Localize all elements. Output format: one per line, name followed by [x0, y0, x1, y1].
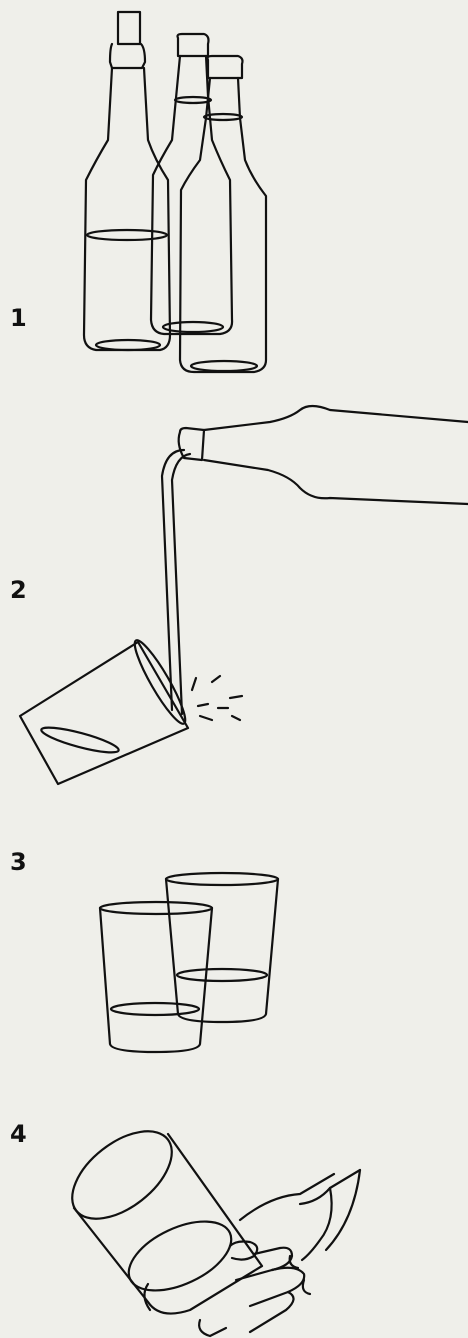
step-4: 4: [0, 1070, 468, 1338]
step-2: 2: [0, 380, 468, 800]
step-3: 3: [0, 800, 468, 1070]
pouring-bottle-into-glass-icon: [0, 380, 468, 800]
step-1: 1: [0, 0, 468, 380]
three-bottles-icon: [0, 0, 468, 380]
two-glasses-icon: [0, 800, 468, 1070]
hand-holding-tilted-glass-icon: [0, 1070, 468, 1338]
